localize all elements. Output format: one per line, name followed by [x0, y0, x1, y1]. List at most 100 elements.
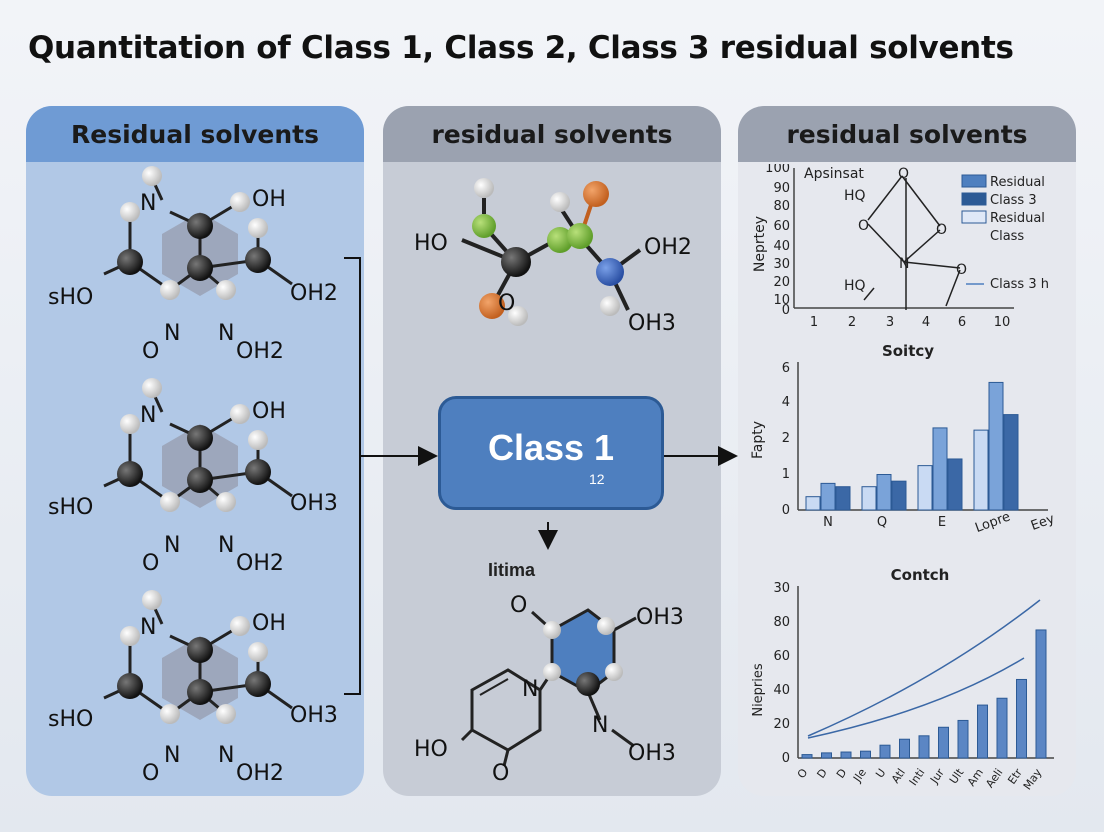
chart1-ann7: O	[956, 262, 967, 278]
middle-panel-header: residual solvents	[383, 106, 721, 162]
chart3-bar	[957, 719, 969, 759]
chart1-legend-label: Residual	[990, 211, 1045, 226]
chart1-xtick: 4	[922, 315, 930, 330]
chart1-ytick: 80	[773, 199, 790, 214]
chart2-title: Soitcy	[882, 342, 934, 360]
chart1-ytick: 60	[773, 219, 790, 234]
chart3-bar	[918, 735, 930, 759]
chart3-ylabel: Niepries	[751, 663, 766, 717]
mol1-l1: OH	[252, 187, 286, 212]
mol3-l3: OH3	[290, 703, 338, 728]
chart2-ytick: 1	[782, 467, 790, 482]
chart1-legend-swatch	[961, 210, 987, 224]
chart1-lines	[863, 175, 984, 310]
chart3-ytick: 40	[773, 683, 790, 698]
class-1-label: Class 1	[487, 427, 615, 468]
chart1-ytick: 90	[773, 181, 790, 196]
class-1-box: Class 1 12	[438, 396, 664, 510]
chart3-ytick: 30	[773, 581, 790, 596]
left-panel-header: Residual solvents	[26, 106, 364, 162]
middle-top-labels: HO OH2 O OH3	[414, 231, 692, 336]
right-panel-header: residual solvents	[738, 106, 1076, 162]
chart1-ann6: HQ	[844, 278, 866, 294]
chart3-ytick: 20	[773, 717, 790, 732]
chart2-bar	[876, 474, 892, 511]
chart1-xtick: 6	[958, 315, 966, 330]
mol3-l0: N	[140, 615, 156, 640]
chart3-xtick: U	[873, 766, 888, 780]
chart1-ytick: 30	[773, 257, 790, 272]
chart2-bar	[1003, 414, 1019, 511]
molecule-labels: N OH sHO OH2 N N O OH2 N OH sHO OH3 N N …	[48, 187, 338, 786]
middle-top-molecule	[461, 178, 642, 326]
mol2-l6: O	[142, 551, 159, 576]
chart1-xtick: 1	[810, 315, 818, 330]
chart2-bar	[835, 486, 851, 511]
chart2-ylabel: Fapty	[750, 421, 766, 459]
mid-top-l0: HO	[414, 231, 448, 256]
bracket	[344, 257, 361, 695]
mol1-l7: OH2	[236, 339, 284, 364]
chart2-xtick: E	[938, 515, 946, 530]
middle-bottom-labels: O OH3 N HO O N OH3	[414, 593, 684, 786]
mid-top-l3: OH3	[628, 311, 676, 336]
mol2-l7: OH2	[236, 551, 284, 576]
chart3-ytick: 80	[773, 615, 790, 630]
chart3-bar	[977, 704, 988, 759]
chart3-bar	[840, 751, 852, 759]
chart3-bar	[879, 744, 891, 759]
mid-bot-l3: HO	[414, 737, 448, 762]
chart3-xtick: Jur	[927, 766, 947, 787]
mid-bot-l6: OH3	[628, 741, 676, 766]
chart3-bar	[860, 750, 871, 759]
chart3-xtick: May	[1021, 766, 1045, 792]
mol2-l0: N	[140, 403, 156, 428]
mol2-l1: OH	[252, 399, 286, 424]
chart3-xtick: O	[795, 766, 811, 781]
class-1-sublabel: 12	[589, 471, 605, 487]
chart2-ytick: 4	[782, 395, 790, 410]
chart2-bar	[947, 458, 963, 511]
chart3-ytick: 0	[782, 751, 790, 766]
chart2-ytick: 0	[782, 503, 790, 518]
chart1-ann3: O	[858, 218, 869, 234]
chart1-legend-label: Class	[990, 229, 1024, 244]
chart2-bar	[932, 427, 948, 511]
chart3-ytick: 60	[773, 649, 790, 664]
mol1-l4: N	[164, 321, 180, 346]
chart1-ytick: 20	[773, 275, 790, 290]
mid-bot-l0: O	[510, 593, 527, 618]
mid-bot-l1: OH3	[636, 605, 684, 630]
mol3-l7: OH2	[236, 761, 284, 786]
chart3-bar	[899, 738, 910, 759]
chart3-trend-line	[807, 599, 1041, 737]
chart1-legend-swatch	[961, 192, 987, 206]
mid-bot-l2: N	[522, 677, 538, 702]
mid-top-l2: O	[498, 291, 515, 316]
chart3-title: Contch	[891, 566, 950, 584]
chart2-ytick: 6	[782, 361, 790, 376]
chart2-bar	[820, 482, 836, 511]
mol3-l1: OH	[252, 611, 286, 636]
mol1-l0: N	[140, 191, 156, 216]
mol2-l3: OH3	[290, 491, 338, 516]
mol3-l5: N	[218, 743, 234, 768]
chart1-legend-label: Class 3	[990, 193, 1037, 208]
mid-bot-l5: N	[592, 713, 608, 738]
chart3-bar	[821, 752, 832, 759]
chart1-xtick: 10	[994, 315, 1011, 330]
chart1-ytick: 100	[765, 164, 790, 176]
chart1-ylabel: Neprtey	[752, 216, 768, 272]
chart2-xtick: Q	[877, 515, 887, 530]
mol2-l4: N	[164, 533, 180, 558]
chart1-ann4: O	[936, 222, 947, 238]
mol3-l2: sHO	[48, 707, 93, 732]
chart1-ann5: N	[899, 256, 909, 272]
chart2-bar	[917, 465, 933, 511]
